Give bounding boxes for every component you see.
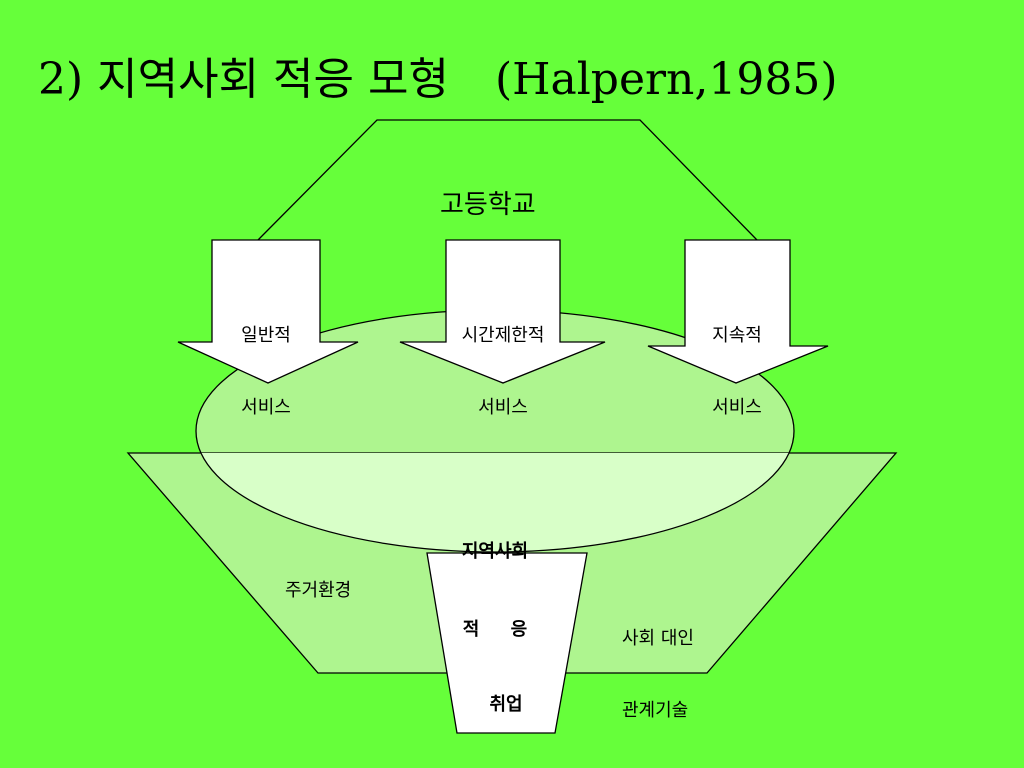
ongoing-service-label: 지속적 서비스: [672, 276, 802, 468]
overlap-region: [196, 453, 794, 552]
time-limited-service-line1: 시간제한적: [461, 325, 545, 346]
time-limited-service-label: 시간제한적 서비스: [438, 276, 568, 468]
ongoing-service-line1: 지속적: [712, 325, 762, 346]
social-skills-line2: 관계기술: [622, 700, 689, 721]
title-citation: (Halpern,1985): [494, 54, 838, 105]
general-service-arrow: [177, 239, 359, 384]
ongoing-service-line2: 서비스: [712, 397, 762, 418]
high-school-outline: [257, 119, 758, 241]
community-adaptation-line1: 지역사회: [461, 541, 529, 562]
community-ellipse-outline: [195, 453, 795, 553]
title-main: 2) 지역사회 적응 모형: [38, 54, 449, 105]
housing-label: 주거환경: [285, 580, 352, 601]
community-adaptation-line2: 적 응: [462, 619, 528, 640]
social-skills-line1: 사회 대인: [622, 628, 694, 649]
high-school-label: 고등학교: [440, 190, 536, 220]
community-adaptation-label: 지역사회 적 응: [425, 487, 565, 695]
general-service-line1: 일반적: [241, 325, 291, 346]
general-service-label: 일반적 서비스: [201, 276, 331, 468]
general-service-line2: 서비스: [241, 397, 291, 418]
employment-shape: [426, 552, 588, 734]
social-skills-label: 사회 대인 관계기술: [622, 579, 742, 768]
slide-title: 2) 지역사회 적응 모형 (Halpern,1985): [38, 52, 838, 108]
ongoing-service-arrow: [647, 239, 829, 384]
employment-label: 취업: [489, 694, 523, 715]
time-limited-service-line2: 서비스: [478, 397, 528, 418]
time-limited-service-arrow: [399, 239, 606, 384]
